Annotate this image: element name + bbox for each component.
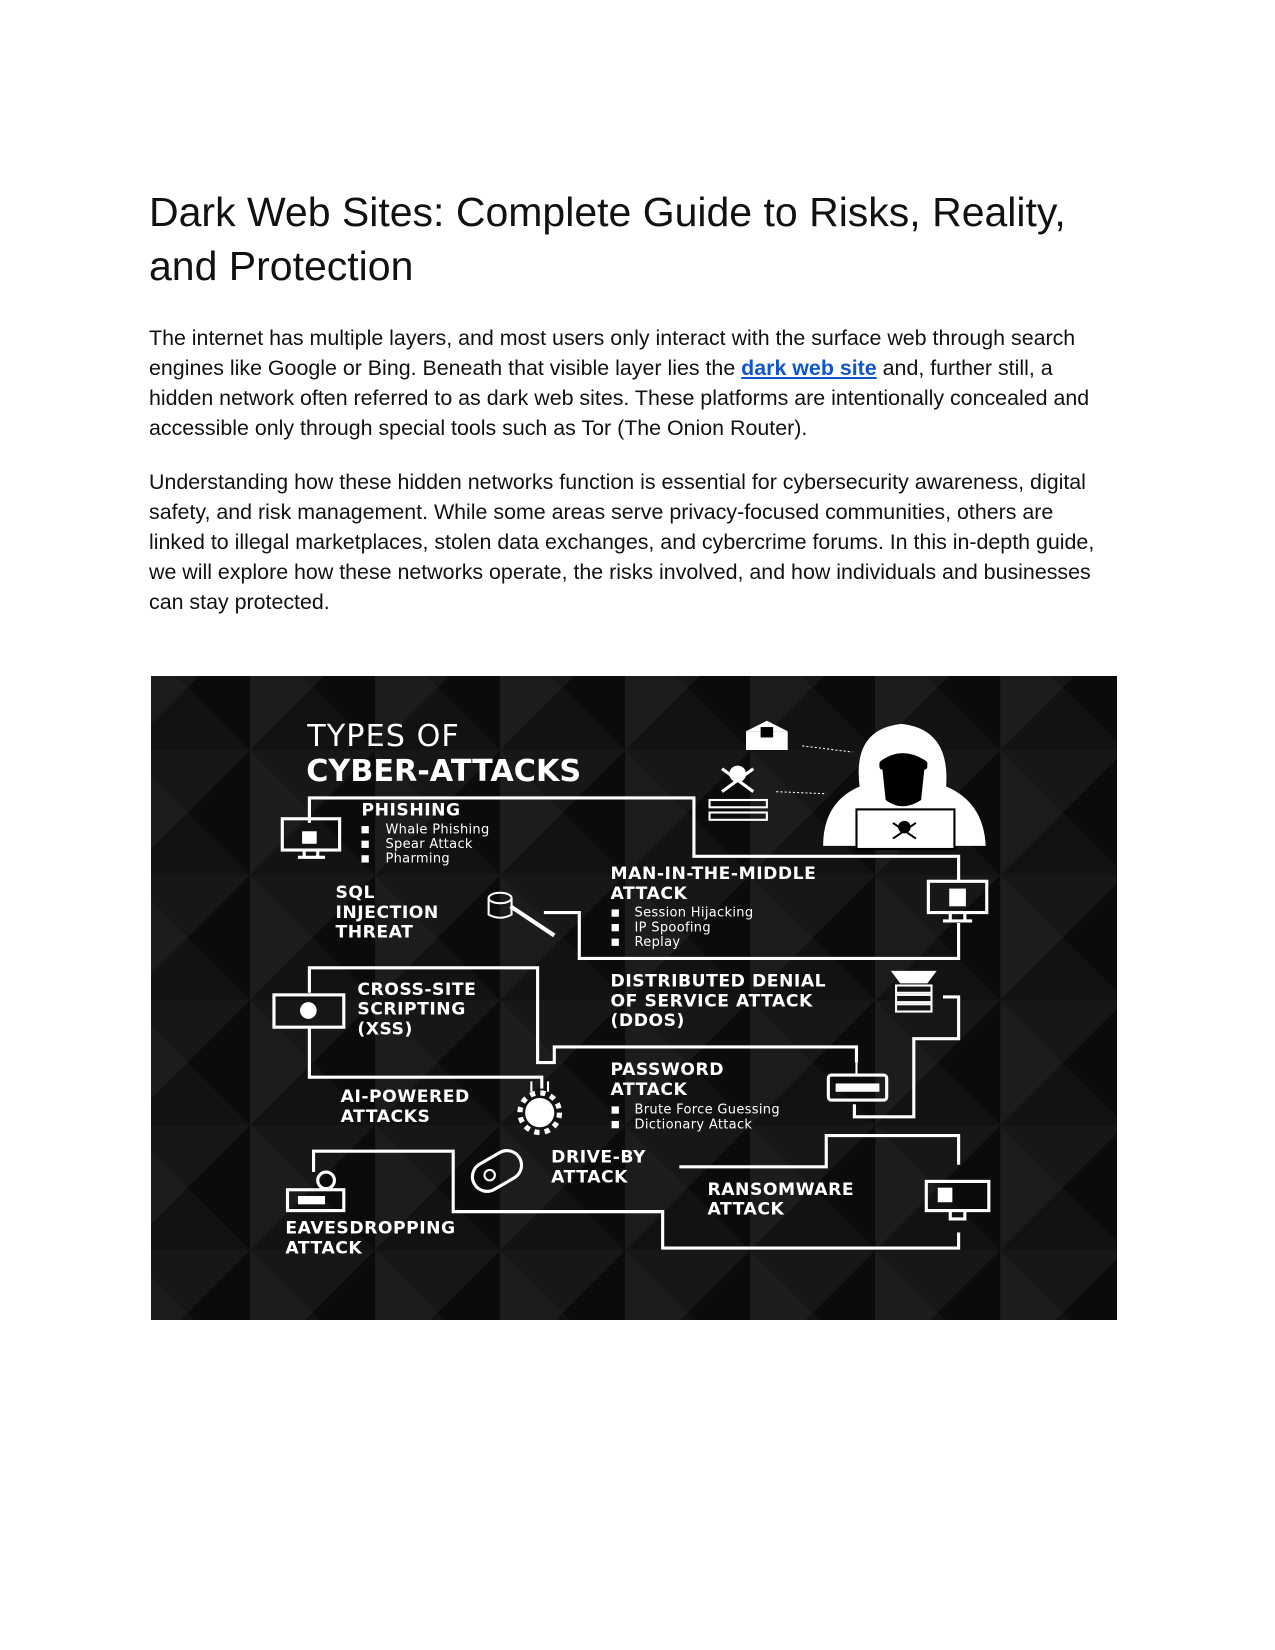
xss-title: SCRIPTING [357,1000,466,1020]
ai-title: AI-POWERED [341,1087,470,1107]
bug-monitor-icon [272,993,346,1029]
driveby-title: ATTACK [551,1167,628,1187]
article: Dark Web Sites: Complete Guide to Risks,… [149,185,1109,641]
mitm-list: Session Hijacking IP Spoofing Replay [611,906,754,950]
driveby-title: DRIVE-BY [551,1148,646,1168]
phishing-title: PHISHING [361,801,460,821]
phishing-item: Spear Attack [385,837,472,852]
password-field-icon [826,1062,889,1102]
intro-text: The internet has multiple layers, and mo… [149,326,1076,380]
intro-text-cont: and, further still, a hidden network oft… [149,356,1090,440]
sql-title: INJECTION [335,903,438,923]
ai-gear-icon [517,1081,563,1136]
mitm-title: MAN-IN-THE-MIDDLE [611,864,817,884]
skull-server-icon [708,765,827,821]
password-title: ATTACK [611,1080,688,1100]
eavesdropping-title: EAVESDROPPING [285,1219,455,1239]
hacker-monitor-icon [926,879,989,923]
mitm-item: Replay [635,935,681,950]
xss-title: (XSS) [357,1019,413,1039]
infographic-title-line2: CYBER-ATTACKS [306,754,581,789]
phishing-monitor-icon [280,817,342,859]
password-list: Brute Force Guessing Dictionary Attack [611,1103,780,1132]
mitm-title: ATTACK [611,884,688,904]
understanding-paragraph: Understanding how these hidden networks … [149,470,1095,614]
ransomware-title: RANSOMWARE [707,1180,854,1200]
hacker-icon [823,723,986,851]
eavesdropping-title: ATTACK [285,1238,362,1258]
phishing-item: Pharming [385,852,450,867]
dark-web-site-link[interactable]: dark web site [741,356,877,380]
cyber-attacks-infographic: TYPES OF CYBER-ATTACKS PHISHING Whale Ph… [151,676,1117,1320]
page-title: Dark Web Sites: Complete Guide to Risks,… [149,189,1066,289]
intro-paragraph: The internet has multiple layers, and mo… [149,323,1109,443]
password-item: Brute Force Guessing [635,1103,780,1118]
database-syringe-icon [487,891,556,938]
server-icon [890,970,937,1013]
sql-title: THREAT [335,923,413,943]
ddos-title: DISTRIBUTED DENIAL [611,972,827,992]
xss-title: CROSS-SITE [357,980,476,1000]
sql-title: SQL [335,883,375,903]
phishing-item: Whale Phishing [385,822,489,837]
mitm-item: Session Hijacking [635,906,754,921]
eavesdropping-icon [285,1170,346,1213]
ransomware-monitor-icon [924,1179,991,1221]
password-item: Dictionary Attack [635,1117,753,1132]
password-title: PASSWORD [611,1060,725,1080]
mitm-item: IP Spoofing [635,920,711,935]
phishing-list: Whale Phishing Spear Attack Pharming [361,822,489,867]
mail-icon [746,720,853,753]
infographic-svg: TYPES OF CYBER-ATTACKS PHISHING Whale Ph… [151,676,1117,1320]
ddos-title: OF SERVICE ATTACK [611,991,813,1011]
usb-icon [470,1149,524,1193]
ddos-title: (DDOS) [611,1011,685,1031]
ai-title: ATTACKS [341,1107,431,1127]
infographic-title-line1: TYPES OF [306,719,460,754]
connector-lines [307,796,961,1250]
ransomware-title: ATTACK [707,1200,784,1220]
